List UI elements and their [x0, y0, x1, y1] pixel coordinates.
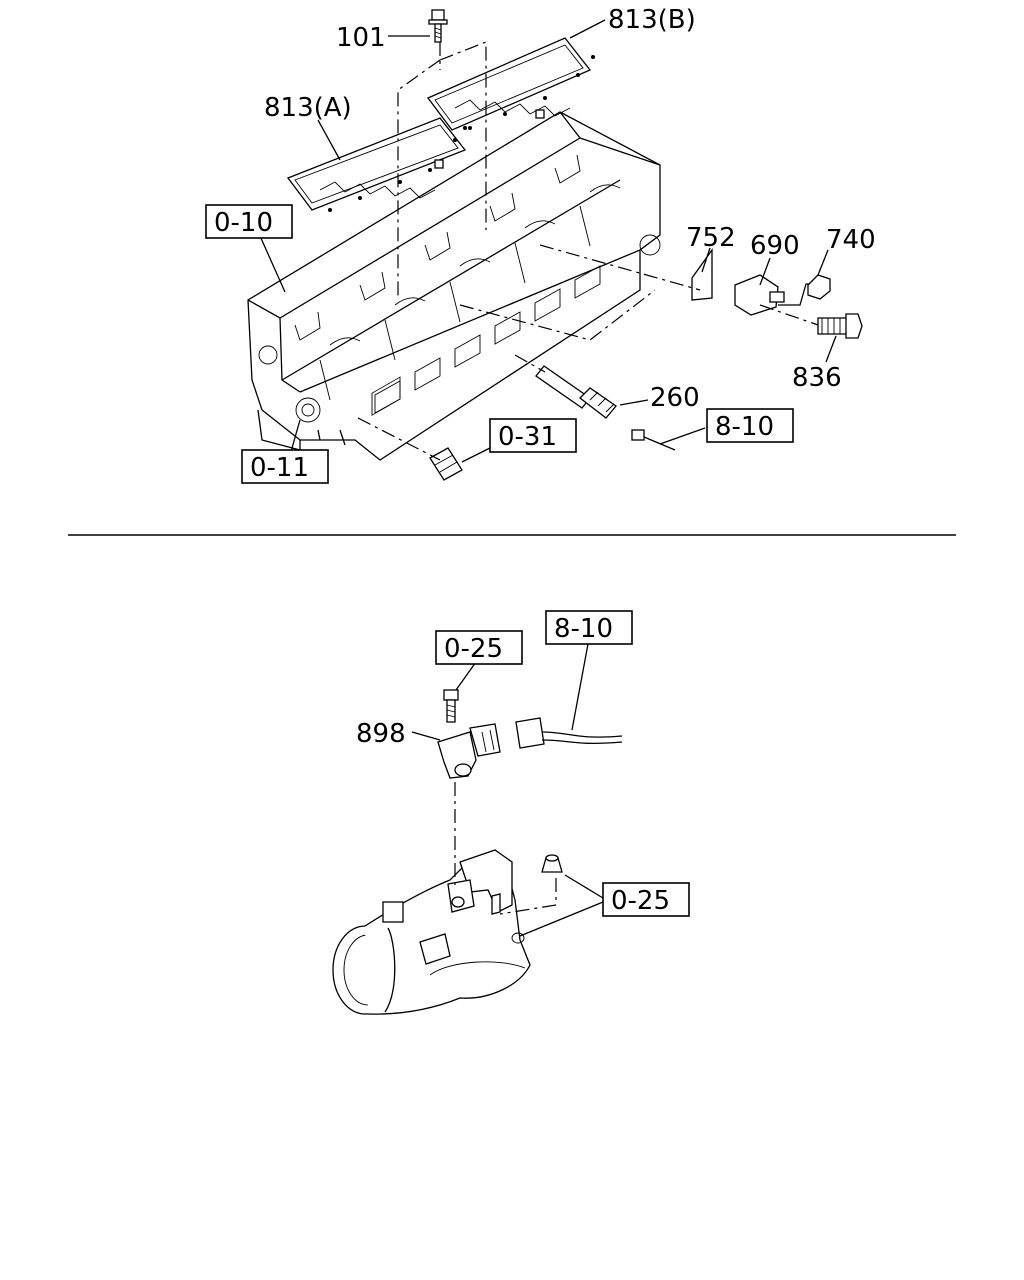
ref-box-0-25-side — [602, 882, 690, 917]
bolt-101 — [428, 9, 448, 43]
ref-box-0-10 — [205, 204, 293, 239]
callout-836: 836 — [792, 363, 842, 393]
cylinder-head-assembly — [247, 111, 661, 461]
callout-101: 101 — [336, 23, 386, 53]
sensor-group-690 — [691, 247, 863, 339]
ref-0-25-top: 0-25 — [444, 634, 503, 664]
ref-box-0-11 — [241, 449, 329, 484]
fitting-0-31 — [429, 447, 463, 481]
callout-752: 752 — [686, 223, 736, 253]
callout-260: 260 — [650, 383, 700, 413]
ref-box-8-10-upper — [706, 408, 794, 443]
thermostat-housing — [332, 849, 563, 1015]
callout-813b: 813(B) — [608, 5, 696, 35]
ref-box-0-31 — [489, 418, 577, 453]
lower-leader-lines — [411, 643, 604, 937]
ref-box-0-25-top — [435, 630, 523, 665]
ref-8-10-upper: 8-10 — [715, 412, 774, 442]
gasket-813a — [286, 117, 467, 212]
ref-8-10-lower: 8-10 — [554, 614, 613, 644]
ref-0-10: 0-10 — [214, 208, 273, 238]
plug-260 — [535, 365, 676, 451]
ref-0-11: 0-11 — [250, 453, 309, 483]
connector-8-10 — [515, 717, 623, 749]
upper-leader-lines — [259, 19, 837, 463]
callout-740: 740 — [826, 225, 876, 255]
sensor-898 — [437, 689, 501, 779]
ref-0-31: 0-31 — [498, 422, 557, 452]
callout-898: 898 — [356, 719, 406, 749]
ref-box-8-10-lower — [545, 610, 633, 645]
callout-813a: 813(A) — [264, 93, 352, 123]
callout-690: 690 — [750, 231, 800, 261]
ref-0-25-side: 0-25 — [611, 886, 670, 916]
gasket-813b — [426, 37, 595, 131]
